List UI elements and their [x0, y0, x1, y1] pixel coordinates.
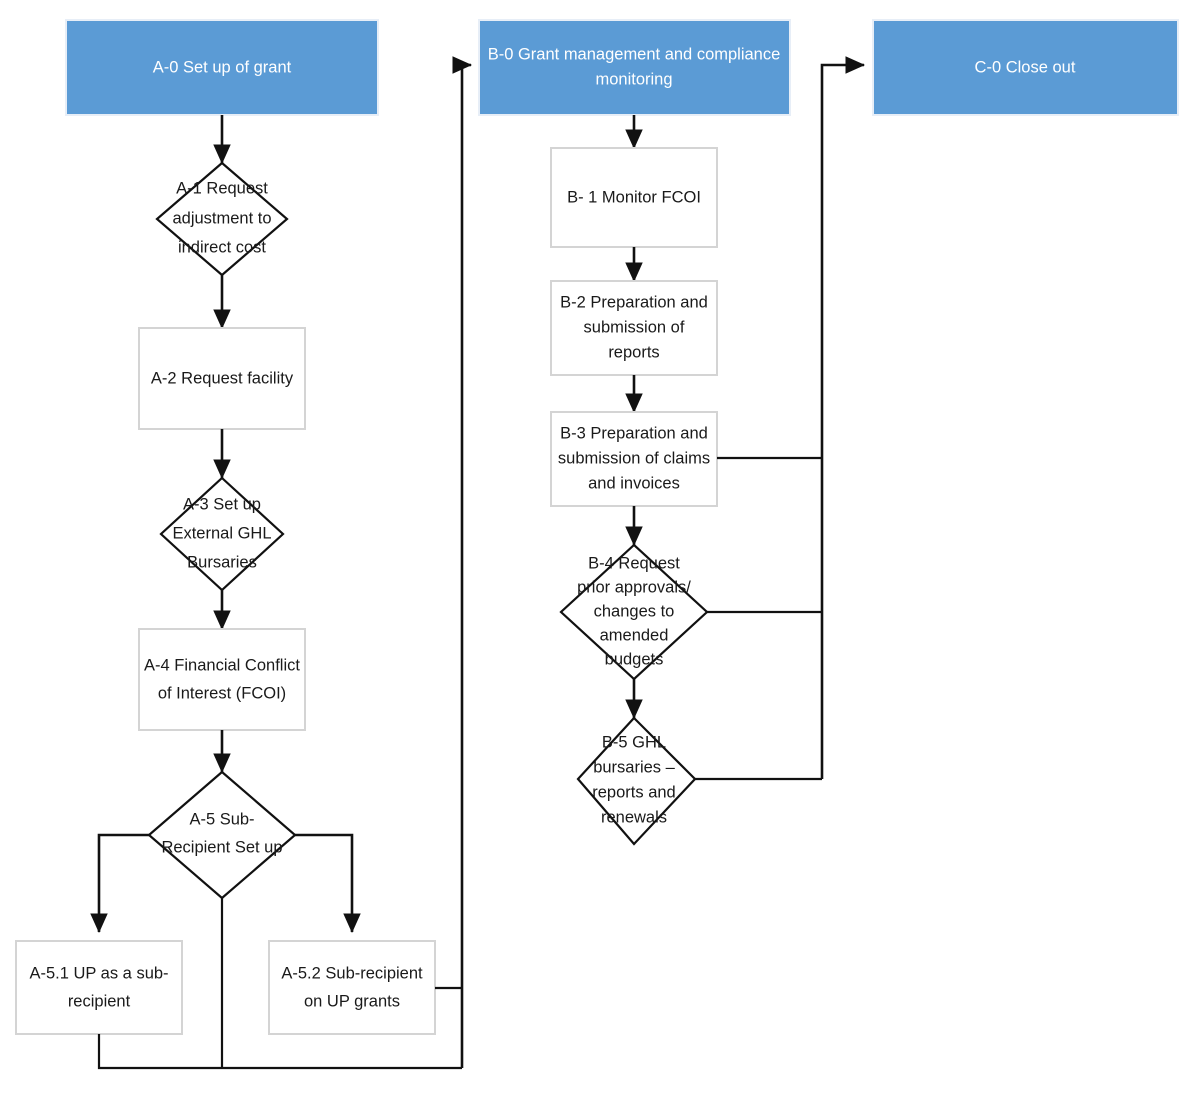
decision-label-b-5-line-4: renewals	[601, 808, 667, 826]
process-node-b-2[interactable]: B-2 Preparation and submission of report…	[550, 280, 718, 376]
decision-node-b-4[interactable]: B-4 Request prior approvals/ changes to …	[559, 543, 709, 681]
phase-node-b-0[interactable]: B-0 Grant management and compliance moni…	[478, 19, 791, 116]
connector-a5-a51	[90, 833, 149, 934]
decision-label-a-5-line-2: Recipient Set up	[161, 838, 282, 856]
process-node-a-2[interactable]: A-2 Request facility	[138, 327, 306, 430]
phase-label-b-0-line-2: monitoring	[595, 70, 672, 88]
process-label-a-5-2-line-2: on UP grants	[304, 992, 400, 1010]
process-label-b-3-line-2: submission of claims	[558, 449, 710, 467]
phase-box-b-0	[478, 19, 791, 116]
decision-label-b-4-line-3: changes to	[594, 602, 675, 620]
decision-label-b-5-line-1: B-5 GHL	[602, 733, 666, 751]
decision-label-a-5-line-1: A-5 Sub-	[189, 810, 254, 828]
connector-a51-to-bus	[97, 1034, 462, 1070]
decision-label-b-5-line-3: reports and	[592, 783, 675, 801]
connector-riser-to-c0	[820, 56, 866, 779]
process-node-a-4[interactable]: A-4 Financial Conflict of Interest (FCOI…	[138, 628, 306, 731]
decision-node-a-1[interactable]: A-1 Request adjustment to indirect cost	[155, 161, 289, 277]
decision-node-a-3[interactable]: A-3 Set up External GHL Bursaries	[159, 476, 285, 592]
process-box-a-4	[138, 628, 306, 731]
decision-label-a-3-line-2: External GHL	[172, 524, 271, 542]
decision-label-a-1-line-1: A-1 Request	[176, 179, 268, 197]
process-node-b-1[interactable]: B- 1 Monitor FCOI	[550, 147, 718, 248]
phase-label-b-0-line-1: B-0 Grant management and compliance	[488, 45, 781, 63]
decision-label-a-3-line-3: Bursaries	[187, 553, 257, 571]
process-node-b-3[interactable]: B-3 Preparation and submission of claims…	[550, 411, 718, 507]
decision-label-a-1-line-3: indirect cost	[178, 238, 266, 256]
phase-label-a-0: A-0 Set up of grant	[153, 58, 292, 76]
process-label-a-5-1-line-1: A-5.1 UP as a sub-	[29, 964, 168, 982]
process-node-a-5-2[interactable]: A-5.2 Sub-recipient on UP grants	[268, 940, 436, 1035]
decision-node-a-5[interactable]: A-5 Sub- Recipient Set up	[147, 770, 297, 900]
process-box-a-2	[138, 327, 306, 430]
process-box-b-2	[550, 280, 718, 376]
decision-label-b-5-line-2: bursaries –	[593, 758, 675, 776]
decision-label-a-1-line-2: adjustment to	[172, 209, 271, 227]
decision-label-b-4-line-5: budgets	[605, 650, 664, 668]
process-box-b-3	[550, 411, 718, 507]
process-label-a-5-1-line-2: recipient	[68, 992, 131, 1010]
phase-box-a-0	[65, 19, 379, 116]
process-label-b-2-line-1: B-2 Preparation and	[560, 293, 708, 311]
process-label-b-1: B- 1 Monitor FCOI	[567, 188, 701, 206]
process-label-b-3-line-3: and invoices	[588, 474, 680, 492]
decision-shape-b-5	[576, 716, 697, 846]
process-label-a-2: A-2 Request facility	[151, 369, 294, 387]
process-label-a-4-line-1: A-4 Financial Conflict	[144, 656, 300, 674]
decision-label-a-3-line-1: A-3 Set up	[183, 495, 261, 513]
process-node-a-5-1[interactable]: A-5.1 UP as a sub- recipient	[15, 940, 183, 1035]
process-box-a-5-2	[268, 940, 436, 1035]
phase-label-c-0: C-0 Close out	[975, 58, 1076, 76]
connector-a5-a52	[295, 833, 361, 934]
process-label-b-2-line-3: reports	[608, 343, 659, 361]
process-label-a-5-2-line-1: A-5.2 Sub-recipient	[281, 964, 423, 982]
decision-node-b-5[interactable]: B-5 GHL bursaries – reports and renewals	[576, 716, 697, 846]
decision-shape-a-5	[147, 770, 297, 900]
connector-bus-to-b0	[452, 56, 473, 1068]
phase-node-a-0[interactable]: A-0 Set up of grant	[65, 19, 379, 116]
phase-box-c-0	[872, 19, 1179, 116]
process-label-b-2-line-2: submission of	[584, 318, 685, 336]
decision-label-b-4-line-1: B-4 Request	[588, 554, 680, 572]
process-label-b-3-line-1: B-3 Preparation and	[560, 424, 708, 442]
process-box-a-5-1	[15, 940, 183, 1035]
process-label-a-4-line-2: of Interest (FCOI)	[158, 684, 286, 702]
decision-label-b-4-line-4: amended	[600, 626, 669, 644]
decision-label-b-4-line-2: prior approvals/	[577, 578, 691, 596]
phase-node-c-0[interactable]: C-0 Close out	[872, 19, 1179, 116]
